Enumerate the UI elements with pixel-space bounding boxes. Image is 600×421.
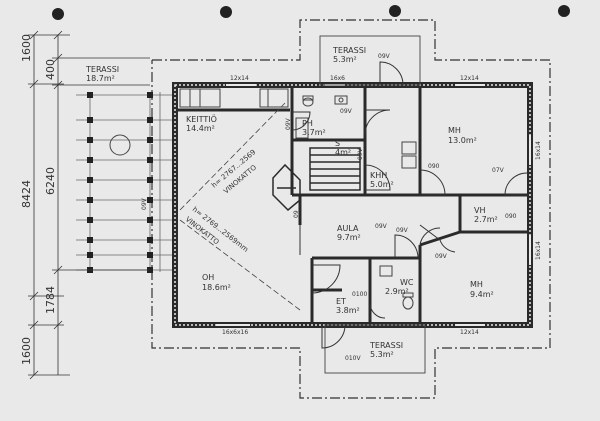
svg-text:0100: 0100 [352,291,367,298]
room-wc-name: WC [400,278,414,287]
room-terassi-nw-name: TERASSI [85,65,119,74]
room-labels: TERASSI 18.7m² TERASSI 5.3m² KEITTIÖ 14.… [85,46,498,359]
svg-text:090: 090 [505,213,517,220]
punch-hole-3 [389,5,401,17]
svg-text:09V: 09V [340,108,353,115]
room-ph-area: 3.7m² [302,128,326,137]
room-mh1-name: MH [448,126,461,135]
room-terassi-s-area: 5.3m² [370,350,394,359]
room-oh-area: 18.6m² [202,283,231,292]
room-ph-name: PH [302,119,313,128]
svg-text:16x6x16: 16x6x16 [222,329,248,336]
punch-hole-2 [220,6,232,18]
dim-400: 400 [44,59,57,80]
sauna-bench [309,147,361,191]
interior-walls [178,88,527,322]
dim-1600-top: 1600 [20,34,33,62]
svg-text:16x14: 16x14 [535,141,542,160]
window-size-labels: 12x14 16x6 12x14 16x6x16 12x14 16x14 16x… [222,75,542,336]
svg-text:09V: 09V [435,253,448,260]
svg-text:12x14: 12x14 [230,75,249,82]
punch-hole-4 [558,5,570,17]
room-et-name: ET [336,297,346,306]
room-vh-area: 2.7m² [474,215,498,224]
dimension-chain [28,30,150,380]
room-mh2-name: MH [470,280,483,289]
terrace-boxes [319,35,426,374]
room-mh1-area: 13.0m² [448,136,477,145]
room-sauna-area: 4m² [335,148,351,157]
svg-text:09V: 09V [357,147,364,160]
svg-text:16x14: 16x14 [535,241,542,260]
room-terassi-n-name: TERASSI [332,46,366,55]
room-terassi-n-area: 5.3m² [333,55,357,64]
pergola-posts [87,92,153,273]
room-keittio-name: KEITTIÖ [186,114,217,124]
svg-text:16x6: 16x6 [330,75,345,82]
room-et-area: 3.8m² [336,306,360,315]
room-wc-area: 2.9m² [385,287,409,296]
svg-text:12x14: 12x14 [460,75,479,82]
windows [216,84,531,326]
room-khh-area: 5.0m² [370,180,394,189]
svg-text:09V: 09V [378,53,391,60]
room-aula-name: AULA [337,224,359,233]
room-aula-area: 9.7m² [337,233,361,242]
door-swings [291,61,528,349]
svg-text:07V: 07V [492,167,505,174]
svg-text:09V: 09V [285,117,292,130]
room-sauna-name: S [335,139,340,148]
kitchen-counter [109,88,289,156]
door-labels: 09V 09V 09V 09V 09V 090 090 07V 09 0100 … [141,53,517,362]
svg-text:09V: 09V [141,197,148,210]
ceiling-diagonal [179,102,301,311]
room-mh2-area: 9.4m² [470,290,494,299]
stove [272,163,301,212]
room-terassi-nw-area: 18.7m² [86,74,115,83]
svg-text:090: 090 [428,163,440,170]
svg-text:010V: 010V [345,355,361,362]
room-vh-name: VH [474,206,486,215]
ceiling-notes: h= 2767...2569 VINOKATTO h= 2769...2569m… [184,148,259,254]
svg-text:09: 09 [293,210,300,218]
fixtures [295,95,417,310]
room-oh-name: OH [202,273,214,282]
dim-total: 8424 [20,180,33,208]
svg-text:09V: 09V [396,227,409,234]
roof-outline [151,19,551,399]
room-khh-name: KHH [370,171,387,180]
punch-hole-1 [52,8,64,20]
dim-6240: 6240 [44,167,57,195]
svg-text:09V: 09V [375,223,388,230]
svg-text:12x14: 12x14 [460,329,479,336]
dimension-labels: 1600 400 8424 6240 1784 1600 [20,34,57,365]
dim-1784: 1784 [44,286,57,314]
dim-1600-bottom: 1600 [20,337,33,365]
room-keittio-area: 14.4m² [186,124,215,133]
room-terassi-s-name: TERASSI [369,341,403,350]
